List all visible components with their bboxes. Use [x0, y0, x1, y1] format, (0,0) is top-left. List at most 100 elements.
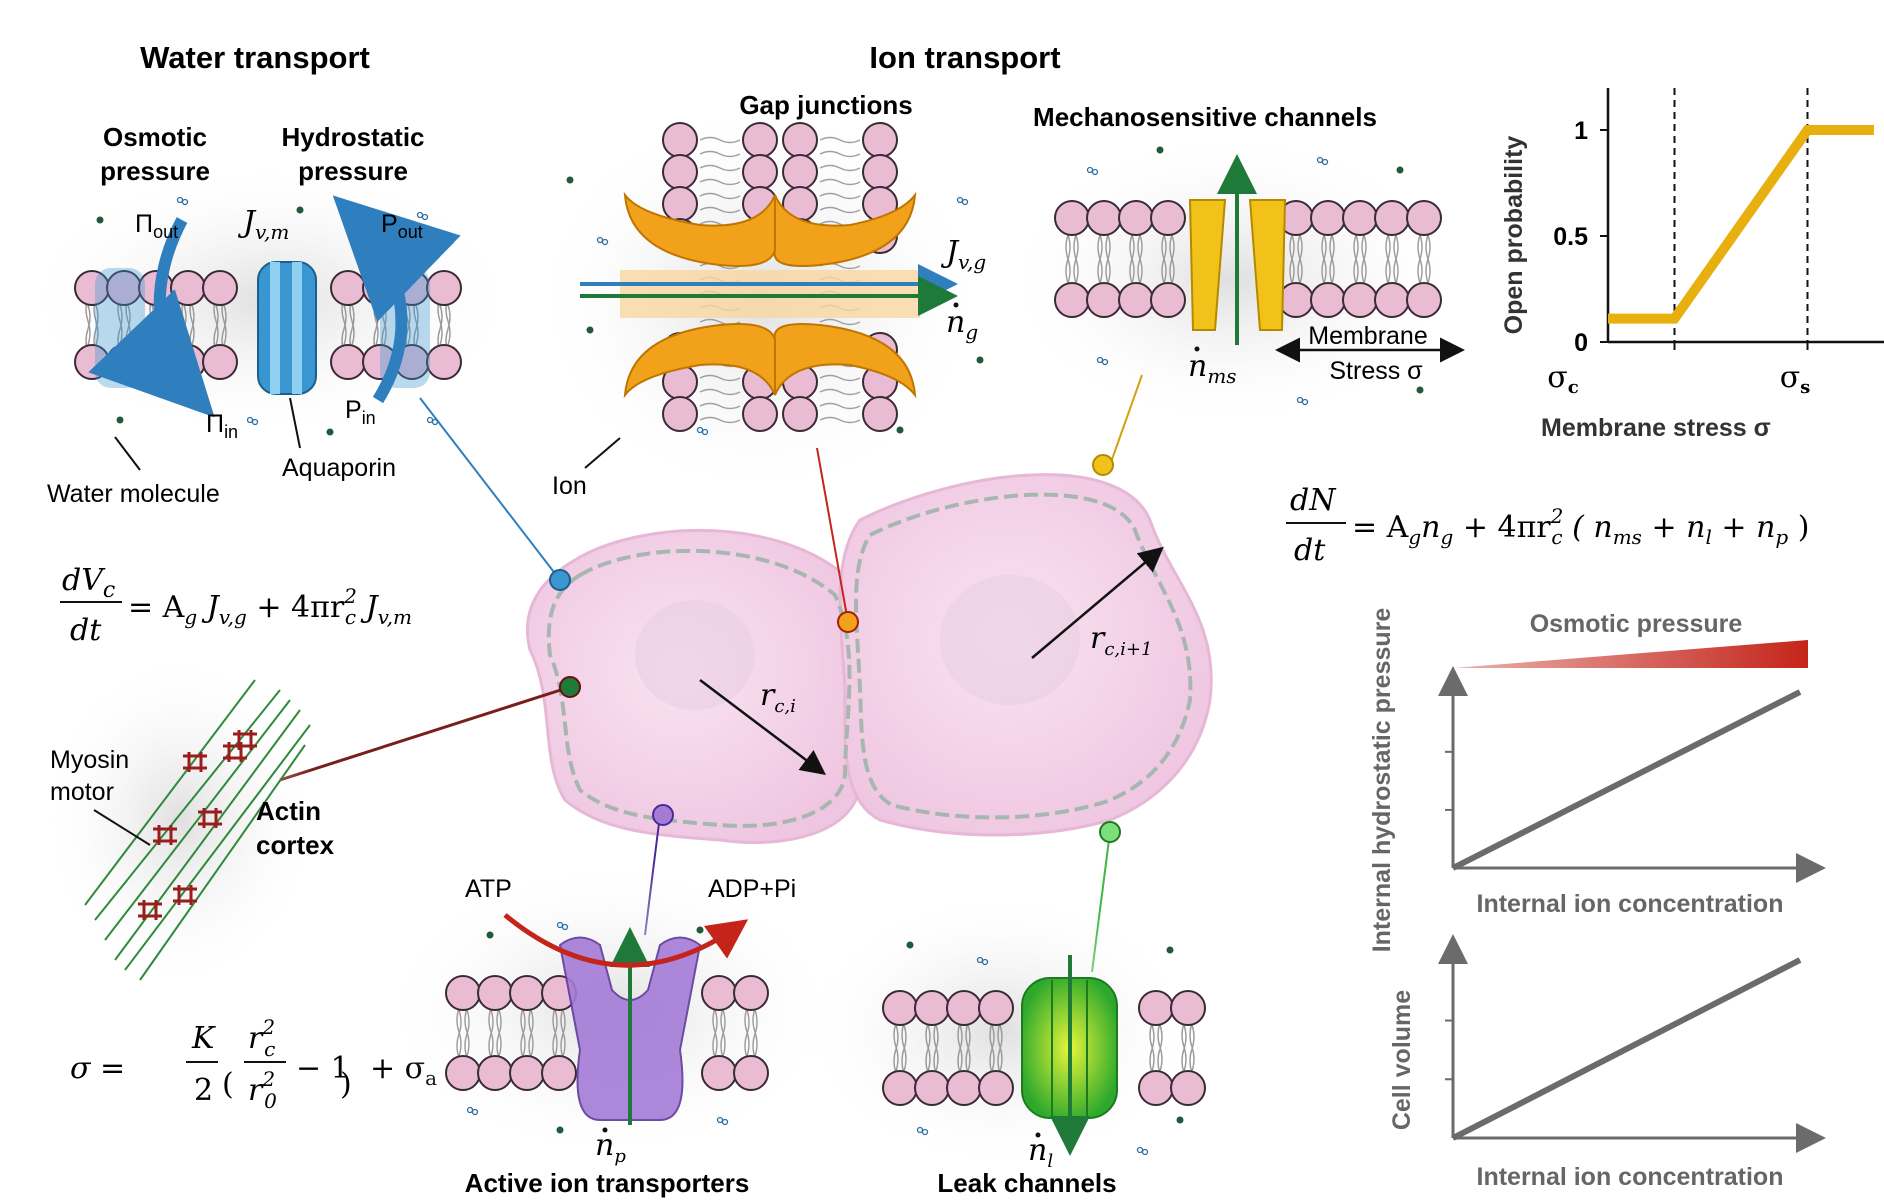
- gap-junction-membranes: [662, 122, 898, 432]
- ion-particle: [296, 206, 304, 214]
- lipid-head: [882, 1070, 918, 1106]
- lipid-head: [170, 270, 206, 306]
- lipid-tail: [520, 1007, 526, 1057]
- water-particle: [421, 213, 429, 221]
- actin-cortex-panel: Myosin motor Actin cortex: [40, 650, 335, 990]
- y-axis-label: Internal hydrostatic pressure: [1368, 608, 1396, 953]
- lipid-tail: [699, 136, 741, 144]
- y-axis-label: Cell volume: [1388, 990, 1416, 1130]
- lipid-head: [742, 122, 778, 158]
- hydrostatic-pressure-label-1: Hydrostatic: [281, 122, 424, 152]
- lipid-tail: [1425, 234, 1431, 284]
- lipid-tail: [1161, 234, 1167, 284]
- water-particle: [416, 211, 424, 219]
- radius-arrow-right: [1031, 546, 1164, 659]
- myosin-motor: [198, 808, 222, 828]
- lipid-head: [1138, 990, 1174, 1026]
- myosin-label-1: Myosin: [50, 746, 129, 774]
- np-label: np: [595, 1128, 626, 1167]
- lipid-tail: [1297, 234, 1303, 284]
- dn-numerator: dN: [1290, 483, 1337, 518]
- volume-chart: Internal ion concentration Cell volume: [1388, 934, 1826, 1191]
- nms-label: nms: [1188, 349, 1237, 388]
- sigma-two: 2: [194, 1073, 213, 1108]
- water-particle: [1296, 396, 1304, 404]
- ion-particle: [326, 428, 334, 436]
- lipid-tail: [1329, 234, 1335, 284]
- lipid-head: [1170, 990, 1206, 1026]
- actin-filament: [104, 699, 291, 941]
- nms-dot: [1194, 346, 1200, 352]
- sigma-k: K: [191, 1021, 216, 1056]
- myosin-label-2: motor: [50, 778, 114, 806]
- myosin-motor: [153, 825, 177, 845]
- lipid-tail: [699, 206, 741, 214]
- water-particle: [1086, 166, 1094, 174]
- rci1-label: rc,i+1: [1090, 621, 1152, 660]
- water-particle: [176, 196, 184, 204]
- hydrostatic-pressure-label-2: pressure: [298, 156, 408, 186]
- lipid-tail: [819, 206, 861, 214]
- chart-axes: [1438, 666, 1826, 883]
- lipid-tail: [464, 1007, 470, 1057]
- lipid-tail: [1137, 234, 1143, 284]
- mechano-subunit-right: [1248, 199, 1287, 331]
- lipid-bilayer: [882, 990, 1206, 1106]
- water-particle: [1316, 156, 1324, 164]
- ion-particle: [1176, 1116, 1184, 1124]
- dn-denominator: dt: [1294, 533, 1326, 568]
- connector-mechano: [1109, 374, 1143, 466]
- lipid-tail: [752, 1007, 758, 1057]
- lipid-tail: [819, 164, 861, 172]
- water-particle: [246, 416, 254, 424]
- lipid-tail: [1353, 234, 1359, 284]
- lipid-head: [882, 990, 918, 1026]
- myosin-pointer: [93, 809, 151, 846]
- lipid-tail: [456, 1007, 462, 1057]
- ion-particle: [566, 176, 574, 184]
- lipid-tail: [496, 1007, 502, 1057]
- myosin-motor: [138, 900, 162, 920]
- gap-junction-panel: Gap junctions Jv,g ng Ion: [530, 90, 990, 500]
- lipid-head: [1342, 282, 1378, 318]
- marker-cortex: [559, 676, 581, 698]
- lipid-head: [202, 270, 238, 306]
- water-particle: [976, 956, 984, 964]
- ion-particle: [696, 926, 704, 934]
- water-particle: [921, 1128, 929, 1136]
- lipid-head: [782, 154, 818, 190]
- lipid-head: [701, 975, 737, 1011]
- x-tick-sigma-s: σs: [1780, 360, 1811, 398]
- lipid-head: [862, 154, 898, 190]
- water-particle: [556, 921, 564, 929]
- water-particle: [596, 236, 604, 244]
- lipid-tail: [957, 1022, 963, 1072]
- lipid-tail: [819, 388, 861, 396]
- ng-dot: [953, 302, 959, 308]
- rci-label: rc,i: [760, 678, 796, 717]
- lipid-tail: [552, 1007, 558, 1057]
- marker-mechano: [1092, 454, 1114, 476]
- ion-particle: [1166, 946, 1174, 954]
- p-in-label: Pin: [345, 396, 376, 428]
- chart-axes: [1438, 934, 1826, 1153]
- cell-pair: rc,i rc,i+1: [525, 473, 1213, 844]
- ion-particle: [486, 931, 494, 939]
- gap-junctions-heading: Gap junctions: [739, 90, 912, 120]
- ion-particle: [976, 356, 984, 364]
- connector-water: [419, 397, 561, 581]
- trend-line: [1451, 689, 1802, 871]
- lipid-tail: [699, 416, 741, 424]
- dvc-denominator: dt: [70, 613, 102, 648]
- lipid-head: [862, 396, 898, 432]
- osmotic-pressure-gradient-bar: [1453, 640, 1808, 668]
- aquaporin-label: Aquaporin: [282, 454, 396, 482]
- connexon-lower-right: [773, 323, 917, 399]
- water-particle: [561, 923, 569, 931]
- np-dot: [602, 1127, 608, 1133]
- dvc-numerator: dVc: [62, 563, 115, 603]
- lipid-tail: [1417, 234, 1423, 284]
- lipid-head: [1150, 200, 1186, 236]
- lipid-head: [701, 1055, 737, 1091]
